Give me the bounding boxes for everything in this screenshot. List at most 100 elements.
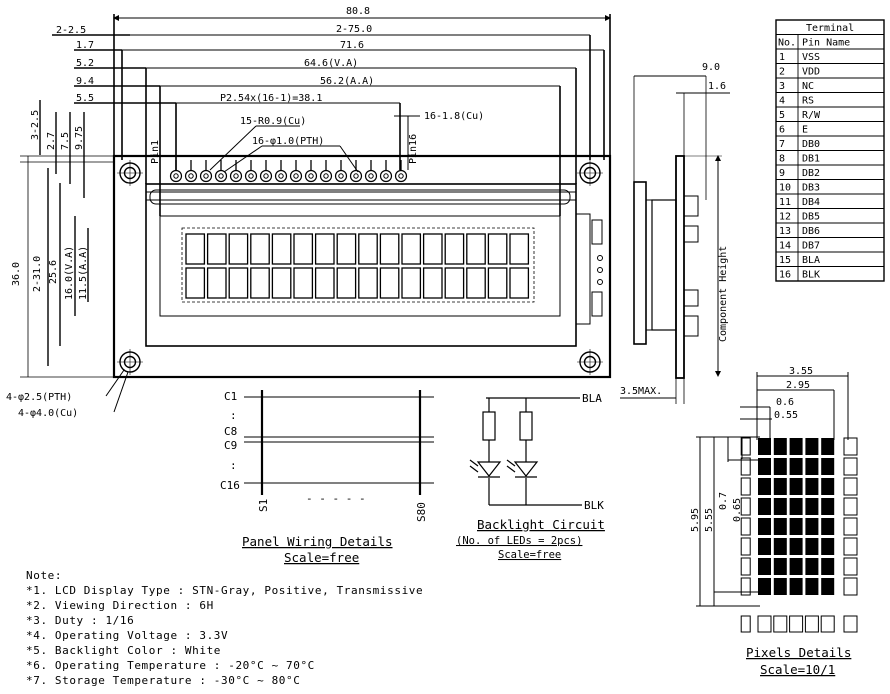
pixel-dot (805, 498, 819, 515)
led-2 (513, 461, 539, 477)
character-cell (422, 267, 443, 299)
common-dots-1: : (230, 409, 237, 422)
pixel-dot (789, 518, 803, 535)
character-cell (509, 267, 530, 299)
terminal-row-no: 1 (779, 52, 785, 63)
pixel-dot (789, 478, 803, 495)
pixel-dot (758, 498, 771, 515)
dim-pth-holes: 16-φ1.0(PTH) (252, 136, 324, 147)
character-cell (379, 267, 400, 299)
character-cell (379, 233, 400, 265)
neighbor-pixel-dot (740, 577, 751, 596)
side-connector (575, 213, 603, 325)
viewing-area (159, 215, 561, 317)
next-row-pixel-dot (843, 615, 858, 633)
character-grid (185, 233, 530, 299)
terminal-row-no: 12 (779, 212, 791, 223)
common-c1: C1 (224, 390, 237, 403)
neighbor-pixel-dot (740, 537, 751, 556)
neighbor-pixel-dot (843, 477, 858, 496)
pixel-dot (805, 538, 819, 555)
active-area (181, 227, 535, 303)
pin-pad (304, 160, 318, 183)
panel-wiring-title: Panel Wiring Details (242, 534, 393, 549)
pixel-dot (789, 498, 803, 515)
terminal-row-no: 9 (779, 168, 785, 179)
pin-pad (199, 160, 213, 183)
front-view (20, 154, 612, 379)
character-cell (509, 233, 530, 265)
mounting-hole-bottom-left (117, 349, 143, 375)
neighbor-pixel-dot (843, 557, 858, 576)
neighbor-pixel-dot (843, 437, 858, 456)
note-1: *1. LCD Display Type : STN-Gray, Positiv… (26, 584, 423, 597)
character-cell (250, 267, 270, 299)
dim-overall-width: 80.8 (346, 6, 370, 17)
terminal-row-pin: DB6 (802, 226, 820, 237)
dim-hole-pitch-vertical: 2-31.0 (32, 256, 43, 292)
pixel-dot (821, 538, 835, 555)
pixel-dim-width: 2.95 (786, 380, 810, 391)
next-row-pixel-dot (773, 615, 788, 633)
segment-dashes: - - - - - (306, 492, 366, 505)
character-cell (422, 233, 443, 265)
dim-vertical-1: 3-2.5 (30, 110, 41, 140)
character-cell (487, 267, 508, 299)
backlight-subtitle: (No. of LEDs = 2pcs) (456, 535, 582, 547)
next-row-pixel-dot (789, 615, 804, 633)
pixel-dot (773, 538, 787, 555)
character-cell (444, 267, 465, 299)
character-cell (228, 233, 249, 265)
dim-pad-radius: 15-R0.9(Cu) (240, 116, 306, 127)
terminal-row-no: 16 (779, 270, 791, 281)
mounting-holes (117, 160, 603, 375)
panel-wiring-diagram (244, 390, 434, 495)
pin-pad (349, 160, 363, 183)
pixel-dot (789, 458, 803, 475)
dim-left-offset-1: 2-2.5 (56, 25, 86, 36)
pixel-details-title: Pixels Details (746, 645, 851, 660)
dim-left-offset-5: 5.5 (76, 93, 94, 104)
pixel-dot (789, 558, 803, 575)
bla-label: BLA (582, 392, 602, 405)
pin-pad (289, 160, 303, 183)
terminal-row-no: 7 (779, 139, 785, 150)
dim-left-offset-3: 5.2 (76, 58, 94, 69)
pixel-dot (821, 558, 835, 575)
note-6: *6. Operating Temperature : -20°C ~ 70°C (26, 659, 315, 672)
neighbor-pixel-dot (843, 517, 858, 536)
pixel-dot (758, 458, 771, 475)
note-2: *2. Viewing Direction : 6H (26, 599, 214, 612)
backlight-title: Backlight Circuit (477, 517, 605, 532)
next-row-pixel-dot (820, 615, 835, 633)
pixel-dim-dot-width: 0.55 (774, 410, 798, 421)
notes-heading: Note: (26, 569, 62, 582)
pixel-dot (821, 518, 835, 535)
pixel-dot (758, 558, 771, 575)
pixel-labels: 3.55 2.95 0.6 0.55 5.95 5.55 0.7 0.65 Pi… (690, 366, 851, 677)
pixel-dot (789, 438, 803, 455)
pixel-dot (773, 558, 787, 575)
pin-row (169, 160, 408, 183)
pixel-dot (758, 478, 771, 495)
hole-pth-label: 4-φ2.5(PTH) (6, 392, 72, 403)
pixel-dot (773, 438, 787, 455)
pixel-dot (773, 498, 787, 515)
terminal-row-no: 8 (779, 154, 785, 165)
dim-pin-pitch: P2.54x(16-1)=38.1 (220, 93, 322, 104)
terminal-row-pin: DB0 (802, 139, 820, 150)
pin-pad (259, 160, 273, 183)
character-cell (206, 233, 227, 265)
terminal-row-pin: DB4 (802, 197, 820, 208)
neighbor-pixel-dot (843, 537, 858, 556)
character-cell (487, 233, 508, 265)
pixel-dot (805, 518, 819, 535)
dim-active-area-width: 56.2(A.A) (320, 76, 374, 87)
terminal-row-pin: DB7 (802, 241, 820, 252)
pin-pad (379, 160, 393, 183)
terminal-row-pin: DB1 (802, 154, 820, 165)
pixel-dot (805, 558, 819, 575)
character-cell (293, 233, 314, 265)
pin1-label: Pin1 (150, 140, 161, 164)
